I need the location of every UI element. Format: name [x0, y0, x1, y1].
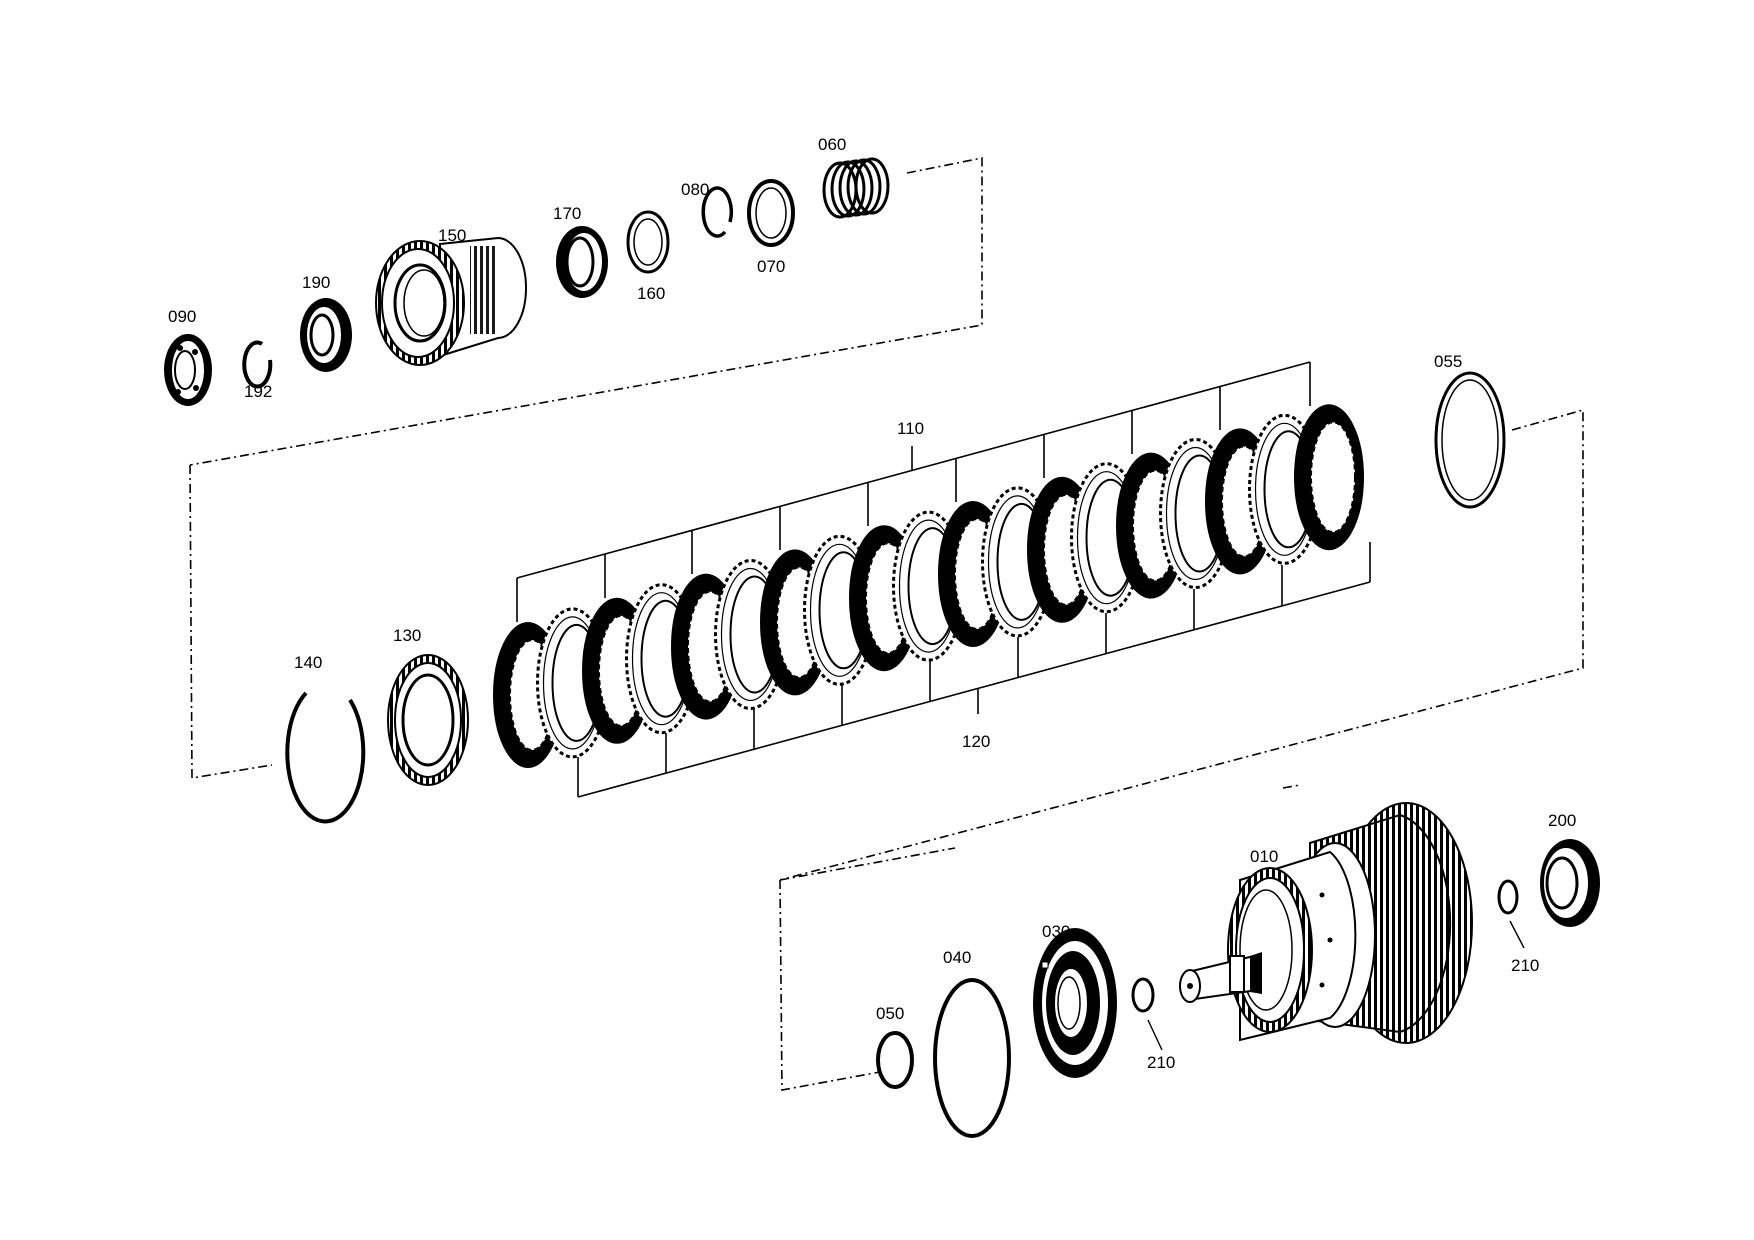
label-200: 200: [1548, 811, 1576, 830]
label-030: 030: [1042, 922, 1070, 941]
assembly-outline-bottom: [779, 784, 1301, 1091]
part-200-bearing: [1540, 839, 1600, 927]
clutch-disc-stack: [493, 404, 1364, 768]
part-140-snap-ring: [285, 691, 366, 824]
friction-disc: [1294, 404, 1364, 551]
part-070-ring: [747, 179, 795, 247]
part-170-seal: [556, 226, 608, 298]
part-160-ring: [626, 210, 670, 274]
label-170: 170: [553, 204, 581, 223]
label-090: 090: [168, 307, 196, 326]
label-070: 070: [757, 257, 785, 276]
part-040-seal-ring: [933, 978, 1011, 1138]
part-130-end-plate: [387, 654, 469, 786]
label-120: 120: [962, 732, 990, 751]
assembly-outline-top: [189, 157, 983, 466]
label-130: 130: [393, 626, 421, 645]
label-210-right: 210: [1511, 956, 1539, 975]
part-060-spring: [822, 157, 890, 219]
leader-110: [516, 361, 1311, 622]
label-210-middle: 210: [1147, 1053, 1175, 1072]
label-150: 150: [438, 226, 466, 245]
part-150-gear: [375, 236, 527, 366]
label-140: 140: [294, 653, 322, 672]
label-080: 080: [681, 180, 709, 199]
label-055: 055: [1434, 352, 1462, 371]
part-055-shim: [1434, 371, 1506, 509]
part-010-gear-carrier: [1179, 802, 1473, 1044]
part-080-snap-ring: [701, 186, 733, 238]
label-060: 060: [818, 135, 846, 154]
label-160: 160: [637, 284, 665, 303]
part-192-snap-ring: [242, 340, 273, 389]
part-210-o-ring-middle: [1131, 977, 1163, 1051]
assembly-outline-middle: [189, 408, 1584, 881]
part-090-bearing: [164, 334, 212, 406]
part-050-seal-ring: [876, 1031, 914, 1089]
part-190-bearing: [300, 298, 352, 372]
label-040: 040: [943, 948, 971, 967]
part-210-o-ring-right: [1497, 879, 1525, 949]
label-010: 010: [1250, 847, 1278, 866]
label-050: 050: [876, 1004, 904, 1023]
label-190: 190: [302, 273, 330, 292]
part-030-piston: [1033, 928, 1117, 1078]
label-192: 192: [244, 382, 272, 401]
leader-120: [577, 542, 1371, 798]
label-110: 110: [897, 419, 924, 438]
